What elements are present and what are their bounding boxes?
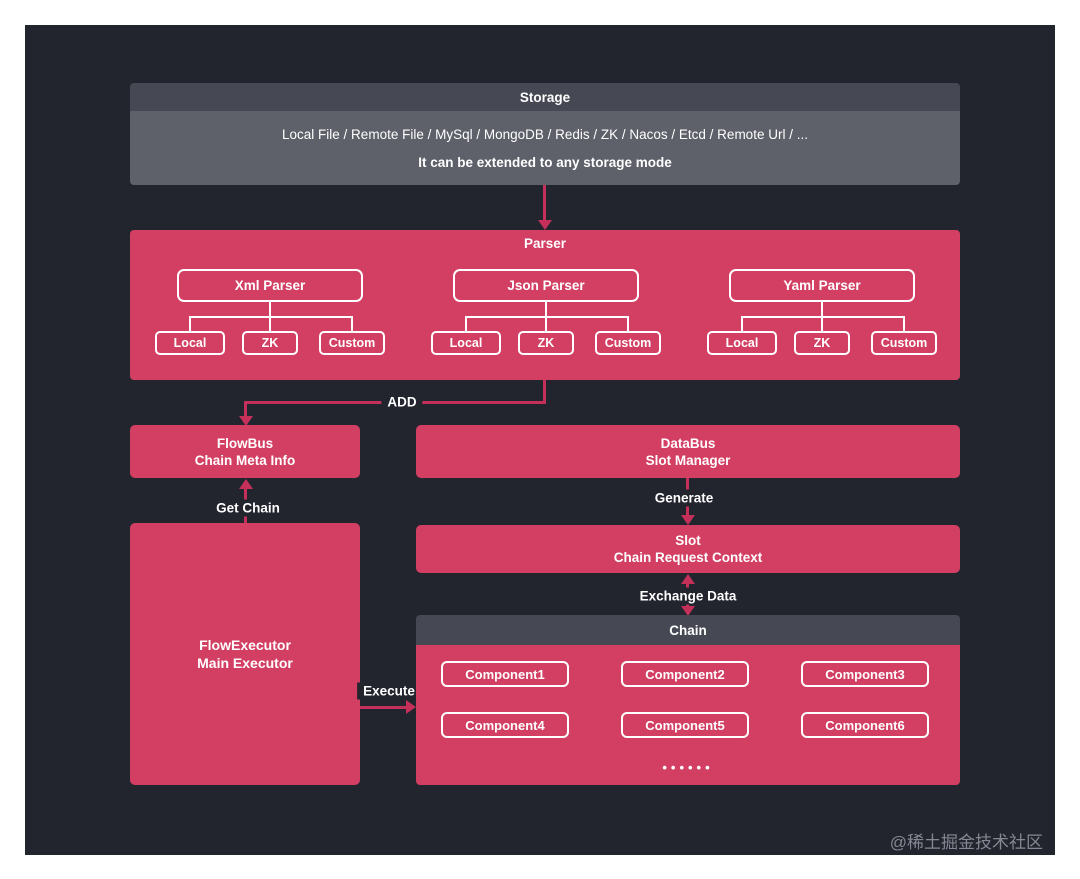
edge-label-generate: Generate [648, 489, 720, 507]
flowexecutor-title: FlowExecutor [199, 637, 291, 653]
parser-node: Parser Xml Parser Local ZK Custom Json [130, 230, 960, 380]
edge-generate-arrowhead-icon [681, 515, 695, 525]
parser-title: Parser [523, 236, 567, 251]
json-local-box: Local [431, 331, 501, 355]
flowexecutor-node: FlowExecutor Main Executor [130, 523, 360, 785]
edge-execute-arrowhead-icon [406, 700, 416, 714]
xml-parser-children: Local ZK Custom [155, 331, 385, 355]
xml-parser-tree: Xml Parser Local ZK Custom [155, 269, 385, 355]
chain-body: Component1 Component2 Component3 Compone… [416, 645, 960, 785]
chain-node: Chain Component1 Component2 Component3 C… [416, 615, 960, 785]
slot-node: Slot Chain Request Context [416, 525, 960, 573]
edge-label-execute: Execute [357, 682, 421, 700]
component2-box: Component2 [621, 661, 749, 687]
flowbus-node: FlowBus Chain Meta Info [130, 425, 360, 478]
yaml-local-box: Local [707, 331, 777, 355]
flowbus-subtitle: Chain Meta Info [194, 452, 296, 468]
edge-label-get-chain: Get Chain [210, 499, 286, 517]
yaml-custom-box: Custom [871, 331, 937, 355]
json-parser-tree: Json Parser Local ZK Custom [431, 269, 661, 355]
json-parser-children: Local ZK Custom [431, 331, 661, 355]
watermark-text: @稀土掘金技术社区 [889, 833, 1043, 852]
edge-getchain-arrowhead-icon [239, 479, 253, 489]
databus-node: DataBus Slot Manager [416, 425, 960, 478]
yaml-parser-tree: Yaml Parser Local ZK Custom [707, 269, 937, 355]
component3-box: Component3 [801, 661, 929, 687]
databus-title: DataBus [660, 435, 716, 451]
edge-exchange-arrowhead-up-icon [681, 574, 695, 584]
edge-exchange-arrowhead-down-icon [681, 606, 695, 616]
chain-ellipsis: •••••• [662, 760, 714, 775]
edge-label-add: ADD [381, 393, 423, 411]
slot-title: Slot [675, 533, 701, 548]
xml-parser-box: Xml Parser [177, 269, 363, 302]
edge-storage-to-parser-arrowhead-icon [538, 220, 552, 230]
edge-add-arrowhead-icon [239, 416, 253, 426]
edge-add-vertical1 [543, 380, 546, 403]
yaml-parser-box: Yaml Parser [729, 269, 915, 302]
storage-title: Storage [130, 83, 960, 111]
json-parser-connector [431, 302, 661, 331]
flowbus-title: FlowBus [216, 435, 274, 451]
xml-local-box: Local [155, 331, 225, 355]
edge-label-exchange-data: Exchange Data [633, 587, 743, 605]
diagram-panel: Storage Local File / Remote File / MySql… [25, 25, 1055, 855]
component6-box: Component6 [801, 712, 929, 738]
component4-box: Component4 [441, 712, 569, 738]
slot-subtitle: Chain Request Context [613, 550, 763, 565]
component1-box: Component1 [441, 661, 569, 687]
storage-body: Local File / Remote File / MySql / Mongo… [130, 111, 960, 185]
chain-components-row1: Component1 Component2 Component3 [416, 661, 960, 687]
xml-parser-connector [155, 302, 385, 331]
parser-groups: Xml Parser Local ZK Custom Json Parser [130, 251, 960, 355]
xml-zk-box: ZK [242, 331, 298, 355]
yaml-parser-children: Local ZK Custom [707, 331, 937, 355]
json-custom-box: Custom [595, 331, 661, 355]
storage-node: Storage Local File / Remote File / MySql… [130, 83, 960, 185]
edge-execute-line [360, 706, 408, 709]
xml-custom-box: Custom [319, 331, 385, 355]
json-zk-box: ZK [518, 331, 574, 355]
chain-title: Chain [416, 615, 960, 645]
json-parser-box: Json Parser [453, 269, 639, 302]
chain-components-row2: Component4 Component5 Component6 [416, 712, 960, 738]
yaml-zk-box: ZK [794, 331, 850, 355]
flowexecutor-subtitle: Main Executor [197, 655, 293, 671]
component5-box: Component5 [621, 712, 749, 738]
edge-add-vertical2 [244, 401, 247, 418]
databus-subtitle: Slot Manager [645, 452, 731, 468]
storage-note-text: It can be extended to any storage mode [418, 154, 672, 170]
yaml-parser-connector [707, 302, 937, 331]
storage-modes-text: Local File / Remote File / MySql / Mongo… [282, 126, 808, 142]
edge-storage-to-parser-line [543, 185, 546, 221]
